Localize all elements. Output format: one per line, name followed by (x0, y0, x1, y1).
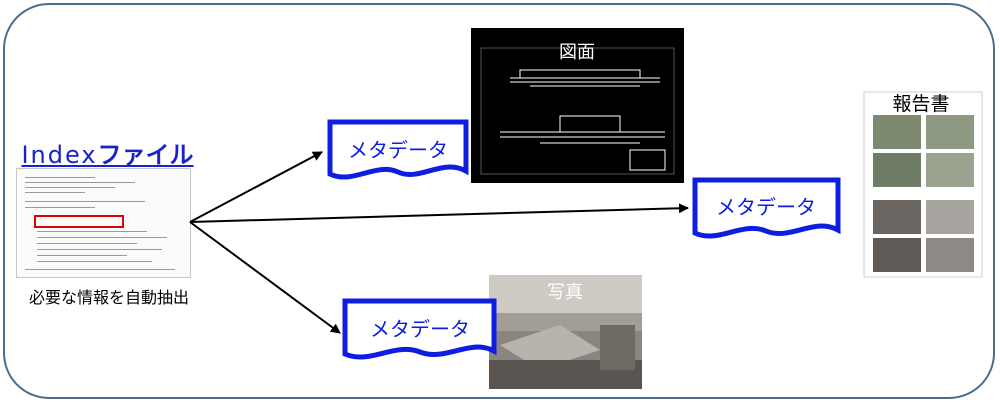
arrow-to-report-metadata (189, 203, 689, 223)
photo-label: 写真 (547, 282, 583, 303)
highlighted-line (34, 215, 124, 228)
doc-line (25, 201, 145, 202)
doc-line (25, 187, 115, 188)
metadata-callout-photo: メタデータ (342, 298, 497, 360)
drawing-image: 図面 (471, 28, 684, 183)
doc-line (25, 177, 95, 178)
doc-line (37, 237, 167, 238)
doc-line (25, 207, 95, 208)
metadata-label: メタデータ (716, 195, 816, 219)
metadata-callout-report: メタデータ (692, 177, 841, 239)
metadata-label: メタデータ (348, 138, 448, 162)
doc-line (37, 243, 137, 244)
doc-line (37, 255, 127, 256)
arrow-to-photo-metadata (189, 221, 341, 334)
doc-line (25, 269, 175, 270)
doc-line (37, 249, 162, 250)
index-file-title: Indexファイル (20, 135, 195, 170)
report-image: 報告書 (863, 91, 983, 278)
photo-image: 写真 (489, 275, 642, 389)
report-label: 報告書 (892, 93, 949, 115)
index-title-latin: Index (21, 141, 98, 169)
metadata-label: メタデータ (370, 317, 470, 341)
doc-line (25, 192, 85, 193)
index-title-kana: ファイル (97, 141, 194, 169)
arrow-to-drawing-metadata (189, 151, 323, 223)
metadata-callout-drawing: メタデータ (327, 119, 469, 180)
doc-line (37, 261, 152, 262)
auto-extract-caption: 必要な情報を自動抽出 (28, 288, 189, 307)
doc-line (37, 231, 147, 232)
doc-line (25, 182, 135, 183)
drawing-label: 図面 (559, 42, 595, 63)
